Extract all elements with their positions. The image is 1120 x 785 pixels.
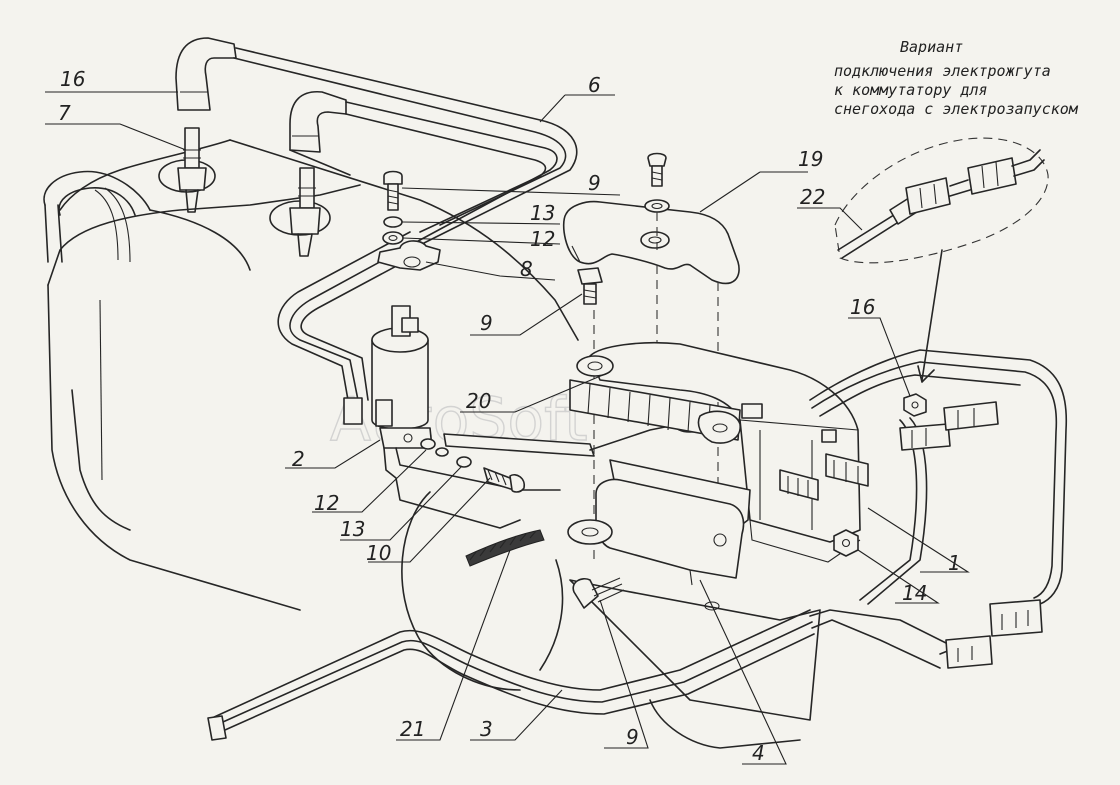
magneto-housing (401, 491, 801, 749)
callout-13-lower: 13 (340, 517, 365, 541)
callout-16: 16 (850, 295, 875, 319)
callout-12-lower: 12 (314, 491, 339, 515)
screw-9-middle (577, 267, 603, 305)
washer-12-lower (420, 438, 436, 450)
engine-block (43, 139, 579, 611)
callout-9-middle: 9 (480, 311, 493, 335)
ground-braid-21 (465, 519, 613, 567)
washer-12-upper (382, 231, 404, 245)
nut-14 (833, 529, 859, 557)
commutator-connectors (779, 453, 869, 501)
callout-21: 21 (400, 717, 425, 741)
callout-9-lower: 9 (626, 725, 639, 749)
callout-1: 1 (948, 551, 961, 575)
washer-13-lower (456, 456, 472, 468)
callout-2: 2 (292, 447, 305, 471)
washer-13-upper (383, 216, 403, 228)
callout-12-upper: 12 (530, 227, 555, 251)
leader-lines (45, 91, 970, 765)
callout-6: 3 (480, 717, 493, 741)
high-tension-lead-3 (233, 47, 578, 256)
screw-9-lower (572, 577, 625, 609)
callout-5: 16 (60, 67, 85, 91)
spark-plug-cap-5 (175, 37, 237, 111)
callout-8: 8 (520, 257, 533, 281)
callout-14: 14 (902, 581, 927, 605)
terminal-strip (569, 355, 741, 444)
connector-pair-right (899, 401, 1043, 669)
note-line-3: к коммутатору для (834, 81, 988, 99)
callout-7: 4 (752, 741, 765, 765)
note-line-1: Вариант (900, 38, 963, 56)
wiring-harness-6 (207, 609, 961, 741)
variant-inset (834, 137, 1049, 383)
callout-10: 10 (366, 541, 391, 565)
cover-19 (562, 200, 740, 285)
callout-3: 6 (588, 73, 601, 97)
note-line-4: снегохода с электрозапуском (834, 100, 1079, 118)
coil-leads (277, 231, 431, 401)
coil-bracket-wire (383, 447, 521, 529)
spark-plug-cap-2 (289, 91, 347, 153)
note-line-2: подключения электрожгута (834, 62, 1051, 80)
spark-plug-right (269, 167, 331, 257)
ignition-coil-2 (343, 305, 433, 449)
variant-note: Вариант подключения электрожгута к комму… (834, 38, 1079, 118)
screw-9-upper (383, 170, 403, 211)
callout-labels: 16 7 6 9 13 12 8 9 19 22 16 20 2 12 13 1… (58, 67, 961, 765)
bolt-10 (483, 467, 526, 493)
callout-22: 22 (800, 185, 825, 209)
callout-19: 19 (798, 147, 823, 171)
clamp-8 (377, 240, 441, 271)
nut-16 (903, 393, 927, 417)
callout-4: 7 (58, 101, 71, 125)
screw-9-cover (644, 152, 670, 213)
spark-plug-left (158, 127, 216, 213)
callout-9-upper: 9 (588, 171, 601, 195)
mounting-plate-7 (569, 459, 821, 721)
callout-13-upper: 13 (530, 201, 555, 225)
callout-20: 20 (466, 389, 491, 413)
